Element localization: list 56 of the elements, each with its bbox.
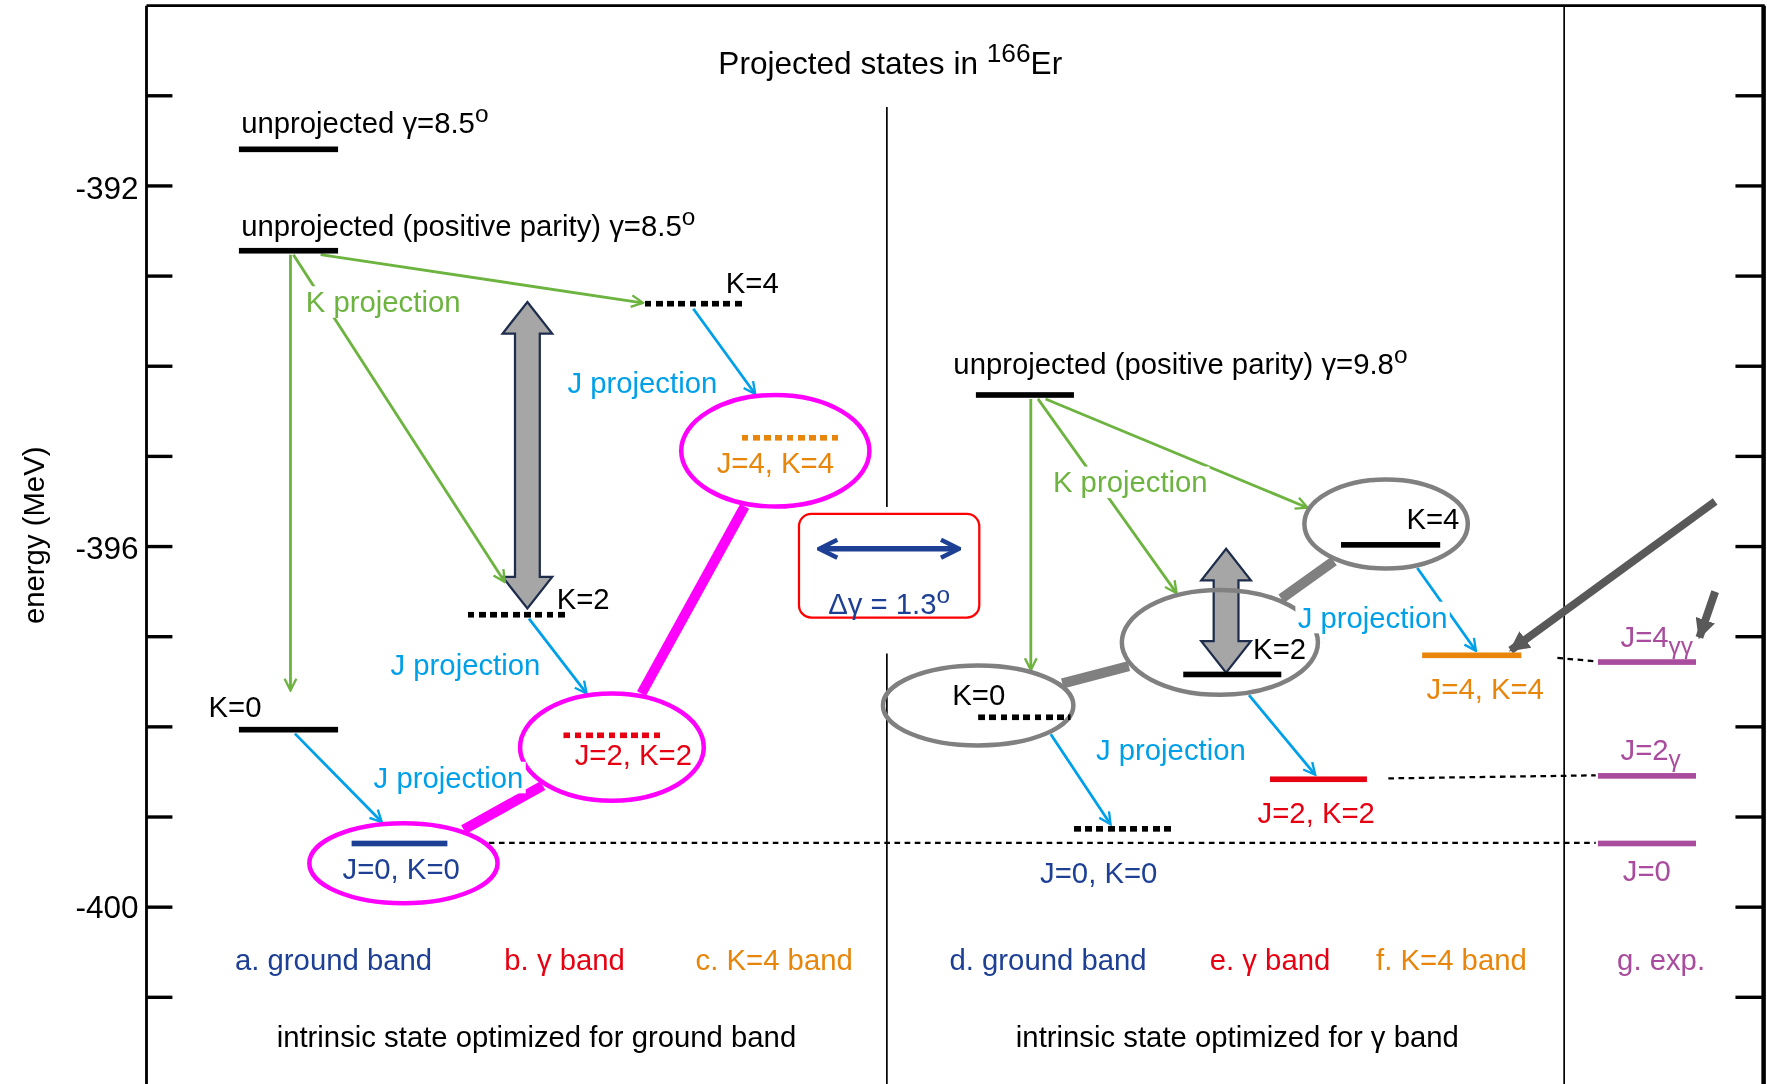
level-label: unprojected (positive parity) γ=8.5$^{o}$ xyxy=(241,201,696,244)
tick-label: -392 xyxy=(75,172,139,207)
level-label: K=2 xyxy=(1253,632,1307,666)
tick-label: -400 xyxy=(75,891,139,926)
caption-text: c. K=4 band xyxy=(695,943,853,978)
caption-text: a. ground band xyxy=(235,943,433,978)
connector-line xyxy=(461,781,546,835)
dotted-line xyxy=(1388,774,1596,780)
level-label: unprojected (positive parity) γ=9.8$^{o}$ xyxy=(953,339,1408,381)
level-label: K=4 xyxy=(1406,501,1460,536)
annotation-text: Δγ = 1.3$^{o}$ xyxy=(828,579,951,621)
level-label: J=0 xyxy=(1622,854,1671,888)
arrow xyxy=(1023,398,1038,672)
level-label: J=2, K=2 xyxy=(574,738,692,772)
arrow xyxy=(283,254,298,692)
caption-text: e. γ band xyxy=(1209,943,1331,978)
arrow xyxy=(1695,590,1719,640)
caption-text: intrinsic state optimized for ground band xyxy=(276,1019,797,1054)
arrow xyxy=(1045,397,1309,510)
level-label: J=4, K=4 xyxy=(716,446,834,481)
edge-label: J projection xyxy=(371,761,526,794)
arrow xyxy=(292,253,506,584)
level-label: J=4$_{γγ}$ xyxy=(1620,619,1693,662)
annotation-box xyxy=(797,512,981,619)
arrow xyxy=(293,732,383,824)
arrow xyxy=(320,253,645,309)
edge-label: J projection xyxy=(1295,601,1450,634)
level-label: J=2, K=2 xyxy=(1257,795,1375,830)
caption-text: intrinsic state optimized for γ band xyxy=(1015,1019,1459,1054)
arrow xyxy=(527,617,588,695)
tick-label: -396 xyxy=(75,531,139,566)
dotted-line xyxy=(488,841,1596,845)
arrow xyxy=(692,307,757,396)
level-label: J=0, K=0 xyxy=(342,851,460,886)
caption-text: g. exp. xyxy=(1617,943,1706,978)
level-label: K=4 xyxy=(725,265,779,300)
arrow xyxy=(1416,567,1478,652)
arrow xyxy=(1508,498,1718,654)
level-label: K=0 xyxy=(952,678,1006,713)
arrow xyxy=(1247,694,1317,776)
connector-line xyxy=(1061,661,1131,689)
axis-title: energy (MeV) xyxy=(16,446,51,625)
connector-line xyxy=(1278,557,1337,603)
dotted-line xyxy=(1557,656,1596,663)
level-label: J=2$_{γ}$ xyxy=(1620,732,1681,775)
caption-text: d. ground band xyxy=(949,943,1147,978)
title: Projected states in $^{166}$Er xyxy=(718,37,1063,81)
arrow xyxy=(1049,733,1112,826)
level-label: K=2 xyxy=(556,581,610,616)
level-label: unprojected γ=8.5$^{o}$ xyxy=(241,98,489,140)
caption-text: f. K=4 band xyxy=(1376,943,1527,978)
level-label: J=0, K=0 xyxy=(1040,856,1158,891)
level-label: K=0 xyxy=(208,689,262,724)
level-label: J=4, K=4 xyxy=(1426,671,1544,706)
connector-line xyxy=(637,503,750,697)
caption-text: b. γ band xyxy=(504,943,625,978)
